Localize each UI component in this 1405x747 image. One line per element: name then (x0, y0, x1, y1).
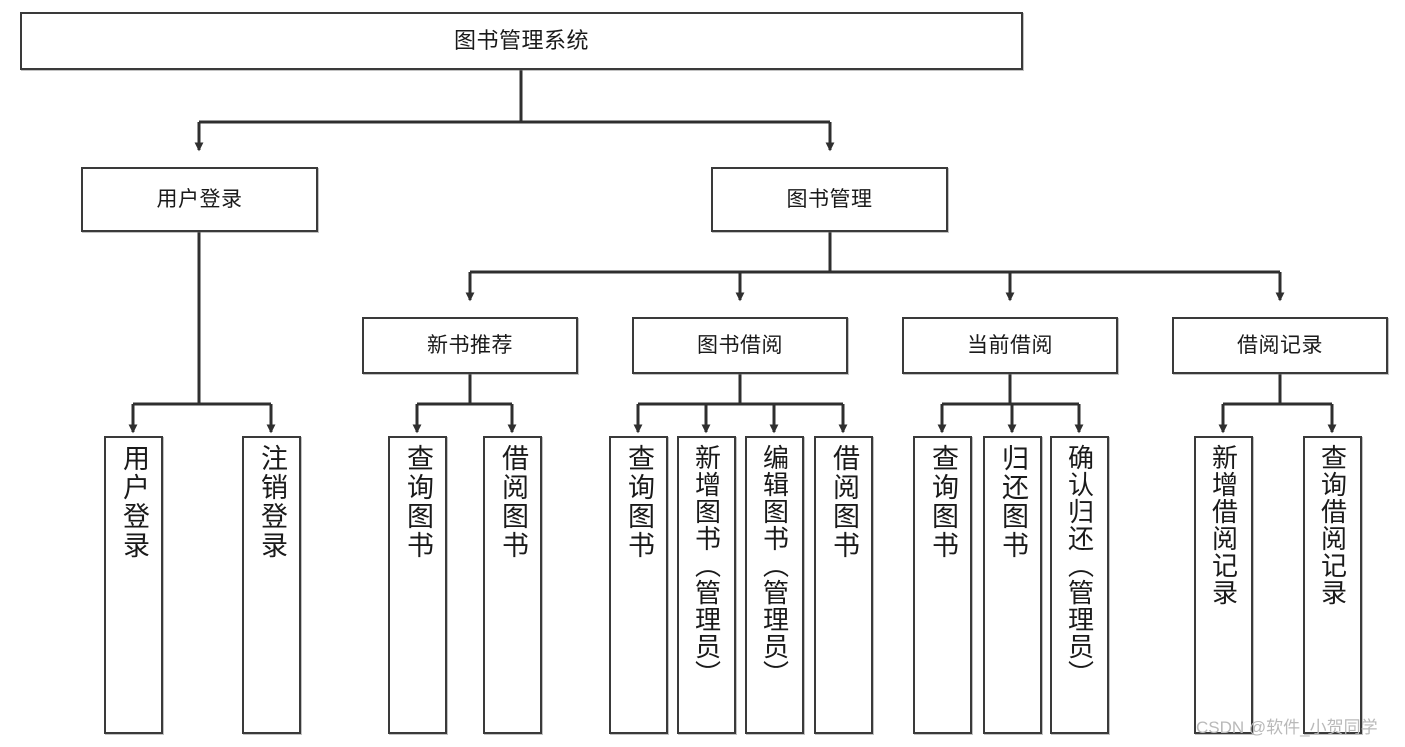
node-borrow-record-label: 借阅记录 (1237, 333, 1323, 357)
node-new-book-recommend-label: 新书推荐 (427, 333, 513, 357)
node-leaf-query-book-1[interactable]: 查询图书 (388, 436, 447, 734)
node-book-borrow-label: 图书借阅 (697, 333, 783, 357)
node-borrow-record[interactable]: 借阅记录 (1172, 317, 1388, 374)
node-leaf-logout-label: 注销登录 (257, 444, 287, 560)
node-leaf-add-book[interactable]: 新增图书（管理员） (677, 436, 736, 734)
node-leaf-confirm-return[interactable]: 确认归还（管理员） (1050, 436, 1109, 734)
node-leaf-query-book-3[interactable]: 查询图书 (913, 436, 972, 734)
node-leaf-user-login[interactable]: 用户登录 (104, 436, 163, 734)
node-leaf-return-book-label: 归还图书 (998, 444, 1028, 560)
node-leaf-return-book[interactable]: 归还图书 (983, 436, 1042, 734)
node-leaf-add-record[interactable]: 新增借阅记录 (1194, 436, 1253, 734)
node-leaf-query-record-label: 查询借阅记录 (1317, 444, 1348, 606)
node-leaf-add-record-label: 新增借阅记录 (1208, 444, 1239, 606)
node-book-borrow[interactable]: 图书借阅 (632, 317, 848, 374)
node-leaf-confirm-return-label: 确认归还（管理员） (1064, 444, 1095, 687)
node-leaf-query-record[interactable]: 查询借阅记录 (1303, 436, 1362, 734)
node-leaf-edit-book[interactable]: 编辑图书（管理员） (745, 436, 804, 734)
node-leaf-query-book-1-label: 查询图书 (403, 444, 433, 560)
node-book-management[interactable]: 图书管理 (711, 167, 948, 232)
node-root[interactable]: 图书管理系统 (20, 12, 1023, 70)
node-leaf-query-book-3-label: 查询图书 (928, 444, 958, 560)
node-root-label: 图书管理系统 (453, 27, 589, 53)
node-leaf-borrow-book-1[interactable]: 借阅图书 (483, 436, 542, 734)
node-leaf-edit-book-label: 编辑图书（管理员） (759, 444, 790, 687)
node-current-borrow[interactable]: 当前借阅 (902, 317, 1118, 374)
node-user-login[interactable]: 用户登录 (81, 167, 318, 232)
node-leaf-logout[interactable]: 注销登录 (242, 436, 301, 734)
node-leaf-query-book-2[interactable]: 查询图书 (609, 436, 668, 734)
node-leaf-borrow-book-2[interactable]: 借阅图书 (814, 436, 873, 734)
node-user-login-label: 用户登录 (156, 187, 243, 211)
node-leaf-borrow-book-1-label: 借阅图书 (498, 444, 528, 560)
node-leaf-user-login-label: 用户登录 (119, 444, 149, 560)
node-leaf-borrow-book-2-label: 借阅图书 (829, 444, 859, 560)
node-current-borrow-label: 当前借阅 (967, 333, 1053, 357)
node-leaf-query-book-2-label: 查询图书 (624, 444, 654, 560)
node-book-management-label: 图书管理 (786, 187, 873, 211)
node-new-book-recommend[interactable]: 新书推荐 (362, 317, 578, 374)
node-leaf-add-book-label: 新增图书（管理员） (691, 444, 722, 687)
